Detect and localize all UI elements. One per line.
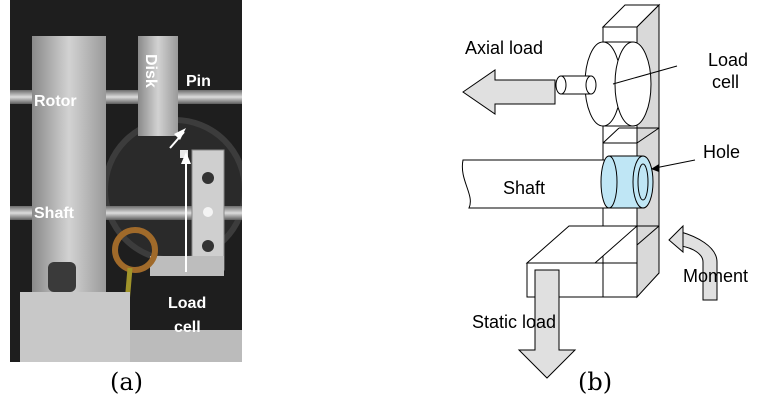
diagram-panel: Axial load Load cell Hole Shaft Moment S… xyxy=(455,0,767,404)
caption-a: (a) xyxy=(110,368,143,396)
axial-load-arrow xyxy=(463,70,555,114)
load-cell-label-cell: cell xyxy=(712,72,739,92)
static-load-label: Static load xyxy=(472,312,556,332)
test-rig-photo: Rotor Disk Pin Shaft Load cell xyxy=(10,0,242,362)
shaft-label: Shaft xyxy=(34,205,75,222)
axial-load-label: Axial load xyxy=(465,38,543,58)
load-cell-diagram: Axial load Load cell Hole Shaft Moment S… xyxy=(455,0,767,404)
load-cell-label-load: Load xyxy=(708,50,748,70)
pin-label: Pin xyxy=(186,73,211,90)
cell-label: cell xyxy=(174,319,201,336)
photo-panel: Rotor Disk Pin Shaft Load cell xyxy=(10,0,242,362)
hole-label: Hole xyxy=(703,142,740,162)
moment-label: Moment xyxy=(683,266,748,286)
rotor-label: Rotor xyxy=(34,93,77,110)
hole-leader xyxy=(655,160,695,168)
caption-b: (b) xyxy=(578,368,612,396)
shaft-label: Shaft xyxy=(503,178,545,198)
load-label: Load xyxy=(168,295,206,312)
disk-label: Disk xyxy=(142,54,159,88)
